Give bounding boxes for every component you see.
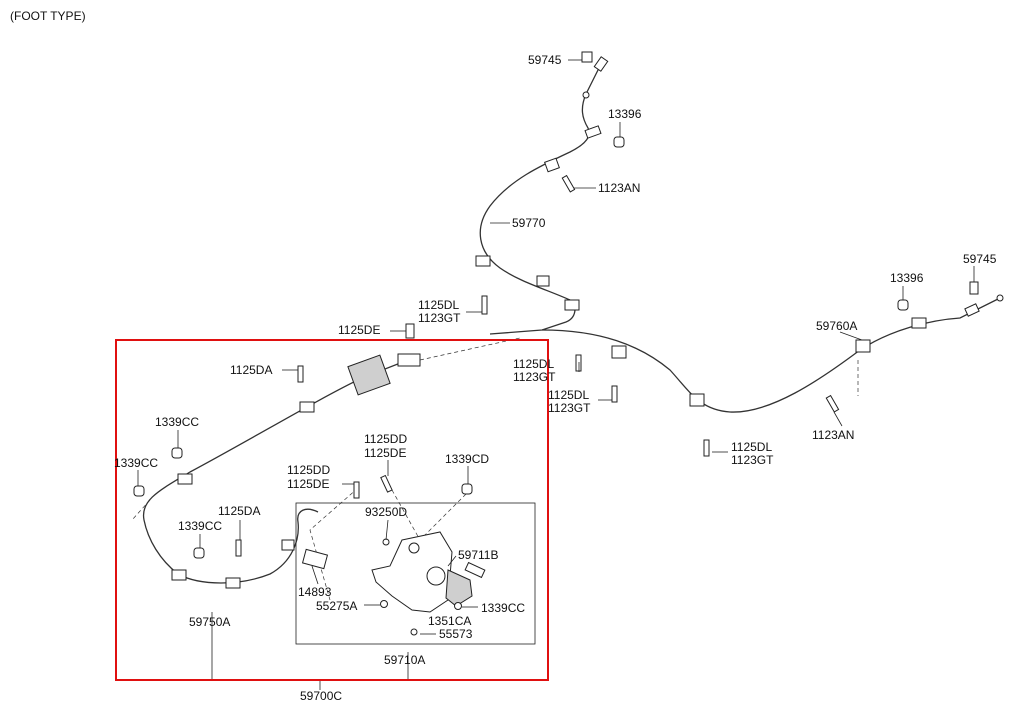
grommet-55275A	[380, 600, 388, 608]
label-1125DE[interactable]: 1125DE	[338, 323, 380, 337]
label-59770[interactable]: 59770	[512, 216, 546, 230]
nut-1339CC	[133, 485, 145, 497]
label-1339CC[interactable]: 1339CC	[178, 519, 222, 533]
fasteners	[133, 51, 979, 559]
label-1125DL[interactable]: 1125DL	[548, 388, 589, 402]
nut-13396	[897, 299, 909, 311]
cable-clamp	[281, 539, 295, 551]
label-1125DA[interactable]: 1125DA	[218, 504, 260, 518]
clip-59745	[581, 51, 593, 63]
label-1351CA[interactable]: 1351CA	[428, 614, 471, 628]
label-1339CC[interactable]: 1339CC	[114, 456, 158, 470]
bolt-1125DL	[481, 295, 488, 315]
bolt-55573	[410, 628, 418, 636]
diagram-title: (FOOT TYPE)	[10, 9, 86, 23]
label-1125DL[interactable]: 1125DL	[513, 357, 554, 371]
label-59711B[interactable]: 59711B	[458, 548, 498, 562]
clip-14893	[301, 548, 329, 570]
pedal-bracket	[371, 531, 453, 613]
label-13396[interactable]: 13396	[608, 107, 642, 121]
label-1123AN[interactable]: 1123AN	[812, 428, 854, 442]
nut-1339CD	[461, 483, 473, 495]
cable-clamp	[611, 345, 627, 359]
cable-end-fitting	[593, 56, 609, 72]
label-14893[interactable]: 14893	[298, 585, 332, 599]
label-59745[interactable]: 59745	[963, 252, 997, 266]
bolt-1125DE	[405, 323, 415, 339]
label-1125DL[interactable]: 1125DL	[418, 298, 459, 312]
cable-clamp	[689, 393, 705, 407]
cable-clamp	[544, 157, 560, 173]
equalizer-bracket	[347, 354, 391, 396]
cable-clamp	[564, 299, 580, 311]
cable-clamp	[536, 275, 550, 287]
bolt-1125DD	[353, 481, 360, 499]
release-lever	[445, 569, 473, 607]
bolt-1125DL	[703, 439, 710, 457]
cable-clamp	[299, 401, 315, 413]
label-55573[interactable]: 55573	[439, 627, 473, 641]
assembly-box	[295, 502, 536, 645]
cable-clamp	[475, 255, 491, 267]
cable-59770	[475, 56, 609, 335]
bolt-1125DA	[297, 365, 304, 383]
label-1125DE[interactable]: 1125DE	[287, 477, 329, 491]
cable-clamp	[171, 569, 187, 581]
pedal-pad	[464, 561, 486, 579]
label-1339CC[interactable]: 1339CC	[155, 415, 199, 429]
cable-59760A	[541, 294, 1004, 413]
label-1125DD[interactable]: 1125DD	[364, 432, 407, 446]
nut-1339CC	[193, 547, 205, 559]
cable-clamp	[177, 473, 193, 485]
cable-59750A	[142, 353, 421, 589]
label-1125DD[interactable]: 1125DD	[287, 463, 330, 477]
label-59700C[interactable]: 59700C	[300, 689, 342, 703]
label-1125DA[interactable]: 1125DA	[230, 363, 272, 377]
bolt-1123AN	[825, 394, 840, 413]
label-1125DE[interactable]: 1125DE	[364, 446, 406, 460]
bolt-1125DL	[575, 354, 582, 372]
nut-13396	[613, 136, 625, 148]
pedal-pivot	[426, 566, 446, 586]
cable-connector	[397, 353, 421, 367]
part-labels: 59745 13396 1123AN 59770 1125DL 1123GT 1…	[114, 53, 997, 703]
cable-clamp	[225, 577, 241, 589]
cable-end-fitting	[964, 303, 980, 317]
label-1339CC[interactable]: 1339CC	[481, 601, 525, 615]
highlight-frame	[115, 339, 549, 681]
clip-59745	[969, 281, 979, 295]
bolt-1125DA	[235, 539, 242, 557]
label-1125DL[interactable]: 1125DL	[731, 440, 772, 454]
bolt-1125DD	[380, 474, 393, 493]
cable-end-ferrule	[996, 294, 1004, 302]
parking-brake-pedal-assembly	[295, 502, 536, 645]
label-1123GT[interactable]: 1123GT	[513, 370, 556, 384]
label-93250D[interactable]: 93250D	[365, 505, 407, 519]
pedal-hole	[408, 542, 420, 554]
cable-bracket	[584, 125, 602, 139]
label-1123AN[interactable]: 1123AN	[598, 181, 640, 195]
label-59750A[interactable]: 59750A	[189, 615, 230, 629]
nut-1339CC	[454, 602, 462, 610]
label-1339CD[interactable]: 1339CD	[445, 452, 489, 466]
cable-end-ferrule	[582, 91, 590, 99]
bolt-1123AN	[561, 174, 576, 193]
label-55275A[interactable]: 55275A	[316, 599, 357, 613]
label-1123GT[interactable]: 1123GT	[548, 401, 591, 415]
label-1123GT[interactable]: 1123GT	[731, 453, 774, 467]
cable-clamp	[855, 339, 871, 353]
label-59760A[interactable]: 59760A	[816, 319, 857, 333]
label-59745[interactable]: 59745	[528, 53, 562, 67]
nut-1339CC	[171, 447, 183, 459]
label-59710A[interactable]: 59710A	[384, 653, 425, 667]
label-1123GT[interactable]: 1123GT	[418, 311, 461, 325]
bolt-1125DL	[611, 385, 618, 403]
cable-bracket	[911, 317, 927, 329]
label-13396[interactable]: 13396	[890, 271, 924, 285]
